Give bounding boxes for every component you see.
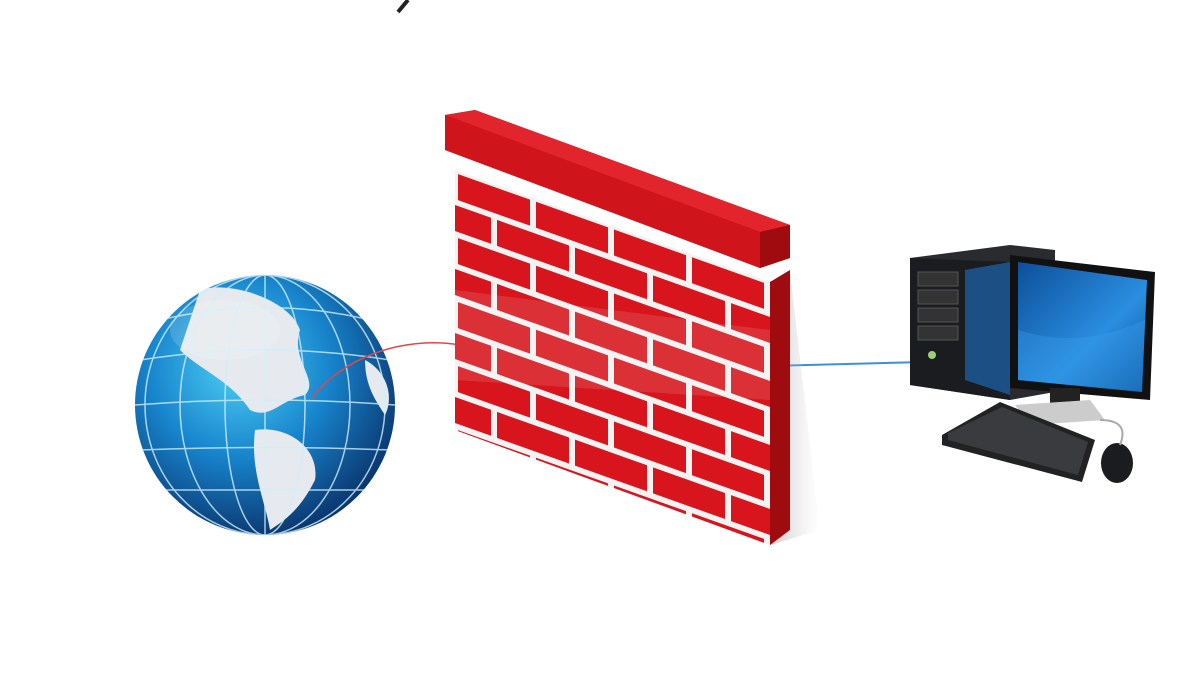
brick [458,174,530,226]
brick [458,366,530,418]
brick [731,303,770,355]
brick [455,384,491,436]
brick [575,311,647,364]
brick-wall-icon [380,110,881,593]
brick [653,403,725,455]
brick [536,265,608,318]
brick [575,375,647,428]
brick [497,411,569,464]
brick [809,523,881,575]
brick [380,274,452,326]
brick [614,421,686,474]
brick [455,320,491,372]
globe-icon [135,275,395,535]
brick [536,201,608,254]
brick [614,357,686,410]
brick [692,321,764,373]
brick [497,283,569,336]
brick [731,495,770,545]
brick [809,331,881,383]
brick [536,393,608,446]
brick [731,367,770,419]
brick [731,431,770,483]
brick [455,192,491,244]
brick [770,541,842,593]
brick [575,247,647,300]
brick [614,229,686,282]
brick [455,256,491,308]
brick [692,385,764,437]
brick [653,275,725,327]
brick [809,395,881,447]
brick [614,293,686,346]
partial-glyph [396,0,410,14]
brick [380,210,452,262]
brick [653,467,725,519]
brick [692,449,764,501]
wall-highlight [455,290,770,400]
brick [458,238,530,290]
brick [809,459,881,511]
brick [497,219,569,272]
brick [380,146,452,198]
brick [458,302,530,354]
brick [536,329,608,382]
brick [575,439,647,492]
brick [497,347,569,400]
brick [692,257,764,309]
brick [653,339,725,391]
desktop-computer-icon [910,245,1155,483]
